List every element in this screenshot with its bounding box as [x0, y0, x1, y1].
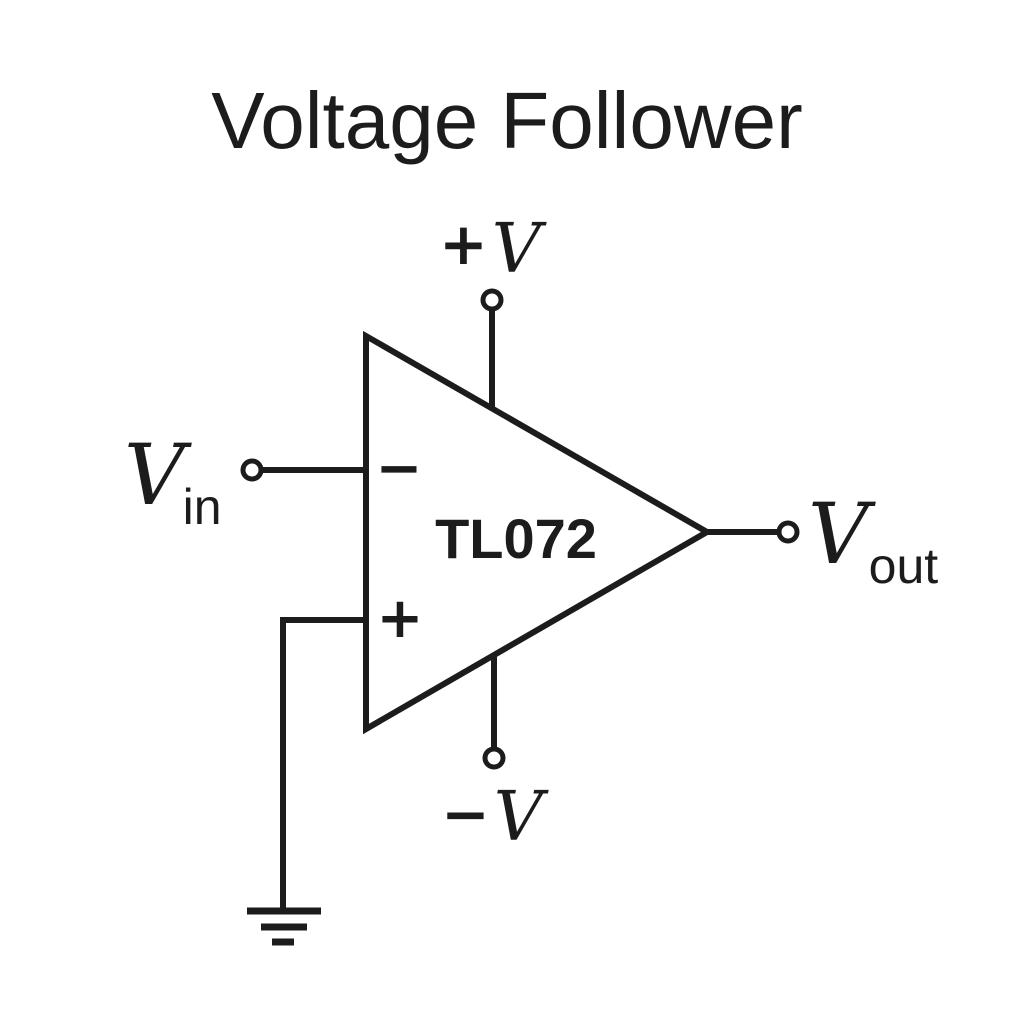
noninverting-input-wire	[280, 617, 368, 911]
negative-supply-v: V	[494, 778, 549, 857]
positive-supply-sign: +	[439, 210, 488, 278]
positive-supply-label: + V	[439, 210, 547, 289]
input-label: V in	[124, 426, 222, 535]
negative-supply-label: − V	[441, 778, 549, 857]
output-terminal	[776, 520, 800, 544]
output-label: V out	[808, 485, 938, 594]
inverting-input-symbol: −	[376, 436, 423, 501]
input-v: V	[124, 426, 192, 524]
negative-supply-rail: − V	[441, 652, 549, 857]
opamp-triangle	[363, 330, 714, 735]
opamp-part-number: TL072	[435, 507, 597, 570]
ground-symbol	[247, 907, 321, 946]
diagram-title: Voltage Follower	[211, 76, 802, 165]
output-subscript: out	[869, 538, 939, 594]
negative-supply-terminal	[482, 746, 506, 770]
opamp: − + TL072	[363, 330, 714, 735]
positive-supply-terminal	[480, 288, 504, 312]
negative-supply-sign: −	[441, 780, 490, 848]
output-branch: V out	[707, 485, 938, 594]
input-terminal	[240, 458, 264, 482]
positive-supply-v: V	[492, 210, 547, 289]
input-branch: V in	[124, 426, 368, 535]
output-v: V	[808, 485, 876, 583]
positive-supply-rail: + V	[439, 210, 547, 412]
noninverting-input-symbol: +	[377, 586, 424, 651]
ground-branch	[247, 617, 368, 946]
input-subscript: in	[183, 479, 222, 535]
